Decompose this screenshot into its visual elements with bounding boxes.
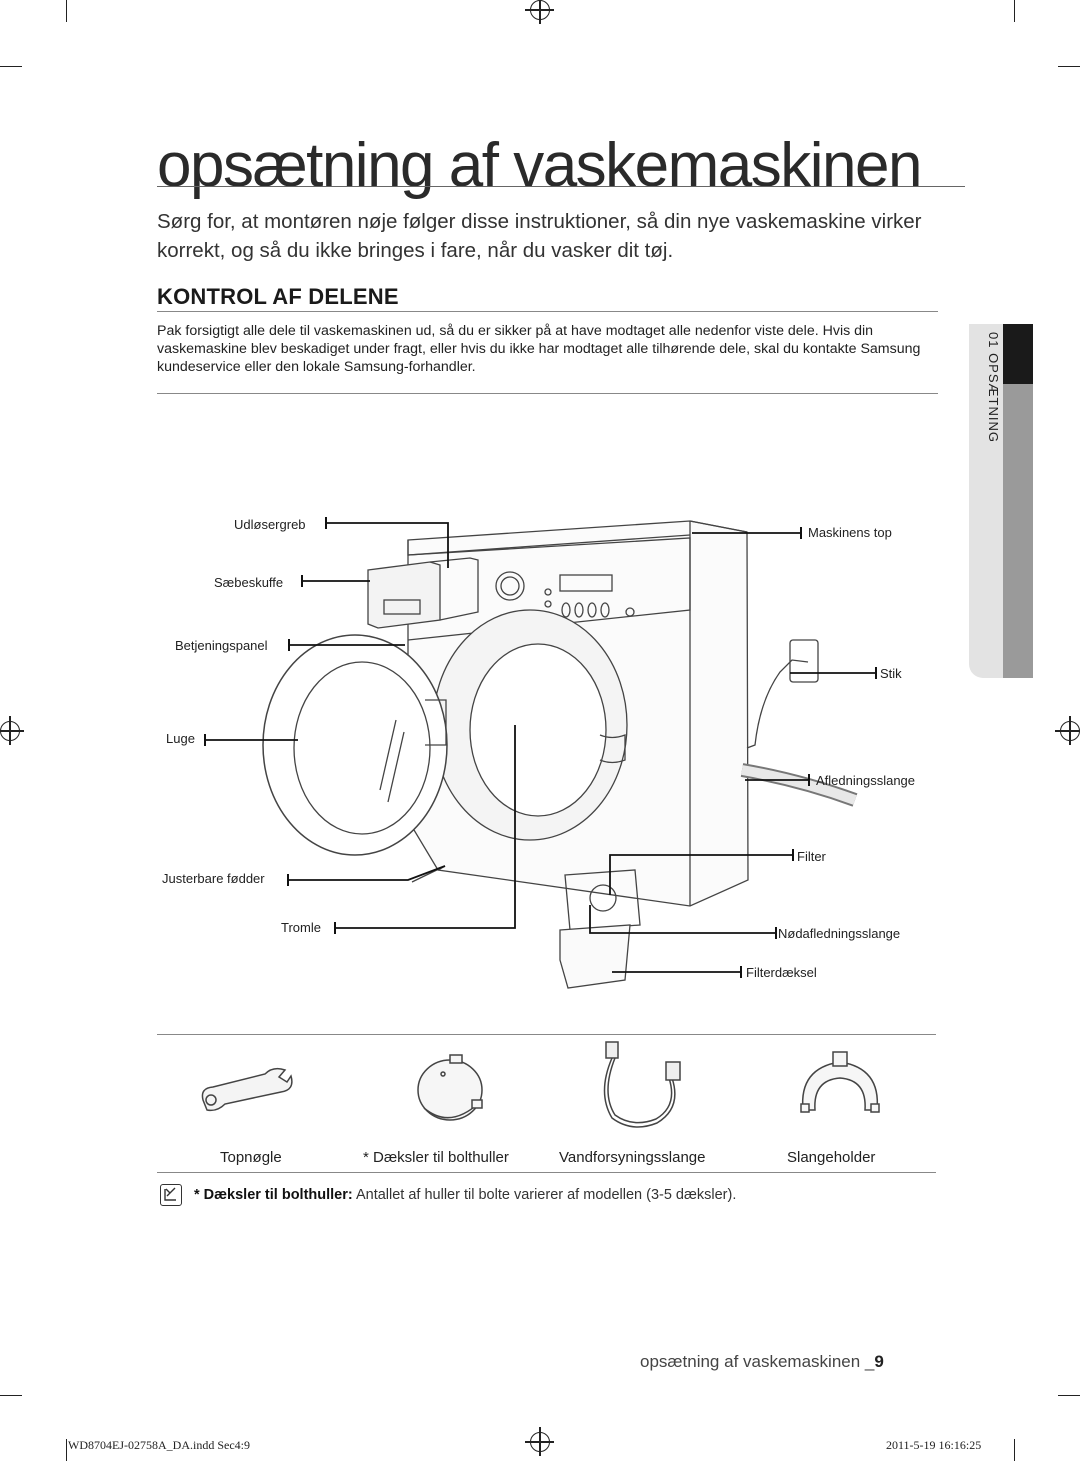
body-rule <box>157 393 938 394</box>
accessories-rule-bottom <box>157 1172 936 1173</box>
section-body: Pak forsigtigt alle dele til vaskemaskin… <box>157 323 921 375</box>
label-luge: Luge <box>166 731 195 746</box>
accessory-label-slangeholder: Slangeholder <box>787 1149 876 1166</box>
crop-mark <box>66 1439 67 1461</box>
accessories-rule-top <box>157 1034 936 1035</box>
washing-machine-diagram <box>204 517 877 989</box>
slug-filename: WD8704EJ-02758A_DA.indd Sec4:9 <box>68 1438 250 1452</box>
page-number: 9 <box>874 1352 884 1371</box>
wrench-icon <box>201 1067 293 1112</box>
accessory-label-topnoegle: Topnøgle <box>220 1149 282 1166</box>
label-maskinens-top: Maskinens top <box>808 525 892 540</box>
side-tab-marker <box>1003 324 1033 384</box>
registration-mark-icon <box>1055 716 1080 745</box>
section-rule <box>157 311 938 312</box>
label-tromle: Tromle <box>281 920 321 935</box>
registration-mark-icon <box>525 0 554 24</box>
side-tab-label: 01 OPSÆTNING <box>986 332 1001 443</box>
label-filter: Filter <box>797 849 826 864</box>
crop-mark <box>1014 1439 1015 1461</box>
note-body: Antallet af huller til bolte varierer af… <box>352 1187 737 1203</box>
label-stik: Stik <box>880 666 902 681</box>
crop-mark <box>0 66 22 67</box>
accessory-label-vandforsyningsslange: Vandforsyningsslange <box>559 1149 706 1166</box>
title-rule <box>157 186 965 187</box>
section-heading: KONTROL AF DELENE <box>157 284 399 309</box>
note-icon <box>160 1184 182 1206</box>
label-justerbare-fodder: Justerbare fødder <box>162 871 265 886</box>
hose-holder-icon <box>800 1051 880 1113</box>
note-text: * Dæksler til bolthuller: Antallet af hu… <box>194 1187 736 1203</box>
note-bold: * Dæksler til bolthuller: <box>194 1187 353 1203</box>
label-betjeningspanel: Betjeningspanel <box>175 638 268 653</box>
crop-mark <box>1058 1395 1080 1396</box>
water-hose-icon <box>603 1041 681 1128</box>
label-nodafledningsslange: Nødafledningsslange <box>778 926 901 941</box>
label-saebeskuffe: Sæbeskuffe <box>214 575 284 590</box>
registration-mark-icon <box>0 716 24 745</box>
bolt-cap-icon <box>417 1054 483 1121</box>
footer-text: opsætning af vaskemaskinen _ <box>640 1352 875 1371</box>
registration-mark-icon <box>525 1427 554 1456</box>
crop-mark <box>1014 0 1015 22</box>
label-filterdaeksel: Filterdæksel <box>746 965 817 980</box>
crop-mark <box>0 1395 22 1396</box>
slug-date: 2011-5-19 16:16:25 <box>886 1438 982 1452</box>
crop-mark <box>1058 66 1080 67</box>
crop-mark <box>66 0 67 22</box>
page-title: opsætning af vaskemaskinen <box>157 131 923 200</box>
side-tab-bar <box>1003 384 1033 678</box>
accessory-label-daeksler: * Dæksler til bolthuller <box>363 1149 509 1166</box>
side-tab-background <box>969 324 1003 678</box>
label-udloesergreb: Udløsergreb <box>234 517 306 532</box>
page-footer: opsætning af vaskemaskinen _9 <box>640 1352 884 1372</box>
intro-text: Sørg for, at montøren nøje følger disse … <box>157 210 922 262</box>
label-afledningsslange: Afledningsslange <box>816 773 916 788</box>
